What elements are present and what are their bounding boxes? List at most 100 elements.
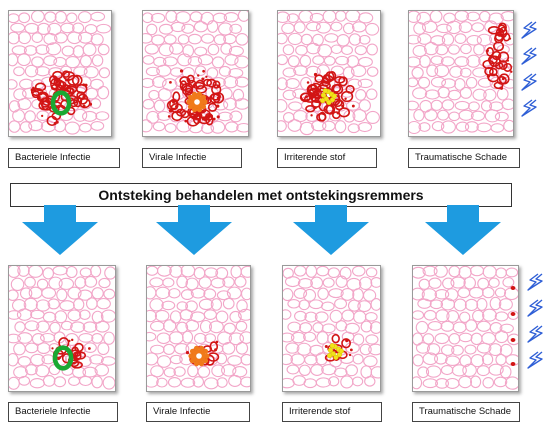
tissue-cell — [501, 98, 513, 111]
tissue-cell — [365, 110, 380, 124]
tissue-cell — [9, 289, 19, 302]
tissue-cell — [197, 365, 211, 378]
tissue-cell — [440, 365, 454, 376]
tissue-cell — [176, 275, 189, 289]
tissue-cell — [143, 12, 154, 24]
tissue-cell — [9, 376, 20, 390]
tissue-cell — [211, 364, 226, 378]
tissue-cell — [173, 366, 186, 377]
tissue-cell — [472, 88, 487, 101]
tissue-cell — [65, 266, 78, 279]
tissue-cell — [293, 266, 307, 277]
panel-viral-before — [142, 10, 249, 137]
tissue-cell — [73, 108, 88, 122]
tissue-cell — [365, 22, 380, 36]
tissue-cell — [283, 288, 294, 302]
tissue-cell — [424, 109, 438, 122]
tissue-cell — [9, 266, 21, 278]
tissue-cell — [36, 342, 51, 355]
tissue-cell — [507, 310, 518, 320]
tissue-cell — [466, 54, 481, 68]
tissue-cell — [156, 332, 171, 345]
tissue-cell — [17, 31, 32, 45]
tissue-cell — [59, 300, 75, 312]
tissue-cell — [454, 100, 470, 111]
tissue-cell — [155, 286, 171, 300]
tissue-cell — [476, 342, 492, 354]
tissue-cell — [278, 77, 288, 91]
immune-dot — [201, 117, 205, 121]
tissue-cell — [91, 333, 104, 344]
tissue-cell — [227, 355, 243, 366]
immune-dot — [499, 23, 503, 27]
tissue-cell — [68, 376, 81, 386]
tissue-cell — [500, 11, 513, 22]
tissue-cell — [103, 288, 115, 300]
tissue-cell — [36, 22, 51, 35]
tissue-cell — [419, 54, 431, 68]
tissue-cell — [427, 321, 443, 331]
immune-dot — [38, 95, 41, 99]
tissue-cell — [164, 122, 177, 133]
tissue-cell — [298, 11, 314, 23]
tissue-cell — [479, 11, 491, 23]
tissue-cell — [41, 287, 57, 299]
tissue-cell — [502, 277, 515, 288]
tissue-cell — [29, 378, 45, 389]
tissue-cell — [24, 22, 40, 34]
tissue-cell — [435, 378, 449, 389]
tissue-cell — [200, 33, 215, 44]
tissue-cell — [232, 88, 245, 102]
inflamed-cell — [207, 102, 218, 112]
tissue-cell — [309, 344, 324, 356]
tissue-cell — [100, 309, 115, 323]
tissue-cell — [368, 343, 380, 356]
tissue-cell — [224, 121, 239, 133]
tissue-cell — [358, 12, 374, 24]
tissue-cell — [476, 365, 490, 377]
tissue-cell — [94, 320, 110, 333]
tissue-cell — [65, 55, 81, 69]
tissue-cell — [308, 299, 324, 310]
tissue-cell — [464, 298, 479, 312]
tissue-cell — [365, 88, 378, 101]
tissue-cell — [221, 363, 237, 377]
tissue-cell — [285, 342, 300, 354]
tissue-cell — [482, 376, 495, 389]
tissue-cell — [189, 11, 203, 23]
tissue-cell — [210, 298, 223, 311]
lightning-icons-before — [521, 21, 537, 117]
tissue-cell — [468, 286, 484, 299]
inflamed-cell — [499, 26, 508, 38]
tissue-cell — [498, 298, 513, 311]
tissue-cell — [339, 266, 352, 280]
tissue-cell — [472, 67, 488, 78]
tissue-cell — [95, 111, 110, 121]
tissue-cell — [476, 33, 493, 47]
tissue-cell — [323, 55, 336, 66]
tissue-cell — [282, 89, 297, 101]
immune-dot — [499, 86, 504, 90]
tissue-cell — [143, 33, 153, 44]
tissue-cell — [23, 297, 38, 312]
label-irritant-before: Irriterende stof — [277, 148, 377, 168]
tissue-cell — [146, 23, 158, 36]
immune-dot — [78, 90, 81, 94]
tissue-cell — [91, 54, 104, 67]
tissue-cell — [433, 266, 448, 278]
tissue-cell — [451, 364, 467, 377]
immune-dot — [306, 81, 310, 84]
immune-dot — [313, 106, 316, 110]
inflamed-cell — [187, 79, 197, 89]
tissue-cell — [417, 366, 430, 379]
tissue-cell — [78, 333, 94, 343]
inflamed-cell — [36, 91, 49, 103]
lightning-icon — [521, 99, 537, 117]
tissue-cell — [208, 320, 224, 334]
tissue-cell — [298, 364, 311, 376]
tissue-cell — [350, 64, 367, 78]
inflamed-cell — [332, 98, 343, 108]
tissue-cell — [315, 377, 332, 388]
tissue-cell — [458, 332, 473, 343]
tissue-cell — [237, 11, 248, 22]
